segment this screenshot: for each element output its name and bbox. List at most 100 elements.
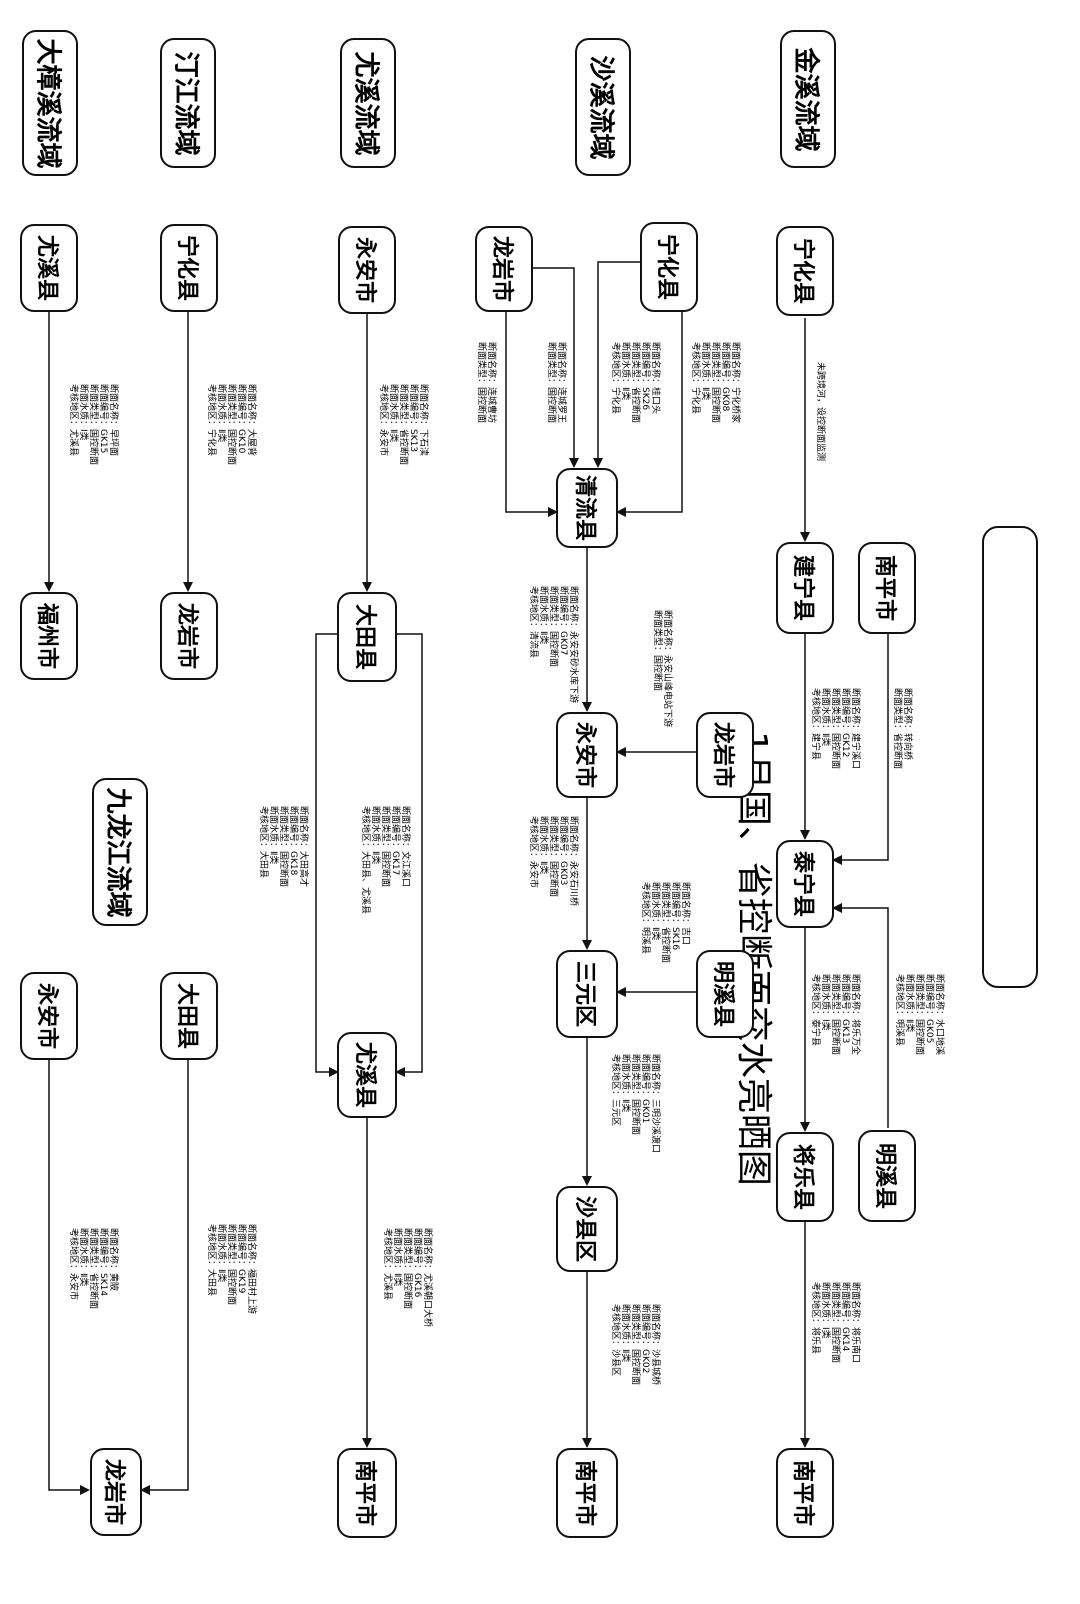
node-jx-nanping-end: 南平市 (776, 1448, 834, 1538)
section-info: 断面名称：永安山峰电站下游断面类型：国控断面 (652, 610, 672, 727)
section-line: 考核地区：尤溪县 (382, 1228, 392, 1301)
section-line: 断面类型：国控断面 (830, 1282, 840, 1364)
section-line: 考核地区：宁化县 (206, 384, 216, 457)
section-line: 断面类型：国控断面 (226, 1224, 236, 1306)
section-line: 断面编号：GK10 (236, 384, 246, 454)
section-line: 断面水质：Ⅰ类 (78, 384, 88, 441)
section-line: 断面水质：Ⅱ类 (904, 974, 914, 1033)
node-label: 永安市 (572, 721, 598, 789)
section-line: 断面水质：Ⅱ类 (620, 1304, 630, 1363)
section-line: 断面水质：Ⅱ类 (700, 342, 710, 401)
node-sx-yongan: 永安市 (556, 712, 618, 798)
section-line: 断面类型：省控断面 (892, 688, 902, 770)
section-line: 断面类型：国控断面 (630, 1054, 640, 1136)
section-line: 断面名称：早坪面 (108, 384, 118, 457)
section-line: 断面编号：GK16 (412, 1228, 422, 1298)
section-line: 断面类型：国控断面 (548, 586, 558, 668)
section-line: 考核地区：永安市 (378, 384, 388, 457)
section-line: 断面水质：Ⅱ类 (370, 806, 380, 865)
node-tj-longyan: 龙岩市 (160, 592, 218, 680)
node-sx-nanping: 南平市 (556, 1448, 618, 1538)
node-label: 宁化县 (174, 234, 200, 302)
basin-jinxi-label: 金溪流域 (790, 46, 821, 152)
node-label: 明溪县 (710, 960, 736, 1028)
section-line: 断面名称：建宁溪口 (850, 688, 860, 770)
section-line: 断面名称：大屋背 (246, 384, 256, 457)
section-line: 断面名称：连城罗王 (556, 342, 566, 424)
section-line: 断面编号：GK08 (720, 342, 730, 412)
section-line: 断面类型：国控断面 (226, 384, 236, 466)
section-line: 断面编号：SK26 (640, 342, 650, 411)
node-sx-qingliu: 清流县 (556, 468, 618, 548)
node-yx-youxi: 尤溪县 (337, 1032, 397, 1118)
section-line: 考核地区：沙县区 (610, 1304, 620, 1377)
section-line: 断面类型：国控断面 (402, 1228, 412, 1310)
node-yx-yongan: 永安市 (338, 226, 396, 314)
node-label: 泰宁县 (790, 850, 816, 918)
node-jx-mingxi: 明溪县 (858, 1130, 916, 1222)
section-line: 断面水质：Ⅱ类 (820, 688, 830, 747)
section-line: 断面编号：GK17 (390, 806, 400, 876)
section-line: 考核地区：大田县 (258, 806, 268, 879)
section-line: 考核地区：建宁县 (810, 688, 820, 761)
node-jl-longyan: 龙岩市 (90, 1448, 142, 1536)
node-jx-jianning: 建宁县 (776, 542, 834, 634)
arrow-sx-ninghua-qingliu-b (616, 312, 683, 517)
section-line: 断面编号：GK12 (840, 688, 850, 758)
section-line: 断面编号：GK19 (236, 1224, 246, 1294)
section-line: 断面水质：Ⅱ类 (216, 384, 226, 443)
section-line: 断面编号：SK16 (670, 882, 680, 951)
section-info: 断面名称：连城曹坊断面类型：国控断面 (476, 342, 496, 423)
section-line: 断面名称：将乐万全 (850, 974, 860, 1056)
node-label: 将乐县 (790, 1143, 816, 1211)
section-line: 断面类型：国控断面 (546, 342, 556, 424)
node-label: 南平市 (572, 1459, 598, 1527)
node-label: 龙岩市 (710, 721, 736, 789)
section-line: 断面编号：GK02 (640, 1304, 650, 1374)
section-line: 断面编号：SK14 (98, 1228, 108, 1297)
section-line: 断面编号：GK01 (640, 1054, 650, 1124)
section-line: 断面类型：国控断面 (630, 1304, 640, 1386)
section-line: 断面名称：大田高才 (298, 806, 308, 888)
node-jl-datian: 大田县 (160, 972, 218, 1060)
node-sx-ninghua: 宁化县 (640, 222, 698, 312)
section-line: 考核地区：宁化县 (690, 342, 700, 415)
section-line: 断面名称：黄陂 (108, 1228, 118, 1292)
section-line: 考核地区：大田县 (206, 1224, 216, 1297)
node-label: 三元区 (572, 960, 598, 1028)
section-line: 断面名称：将乐南口 (850, 1282, 860, 1364)
section-line: 断面类型：国控断面 (278, 806, 288, 888)
basin-jinxi: 金溪流域 (780, 30, 836, 168)
section-line: 断面水质：Ⅱ类 (388, 384, 398, 443)
section-line: 断面名称：宁化桥家 (730, 342, 740, 424)
section-line: 断面类型：国控断面 (830, 974, 840, 1056)
node-label: 宁化县 (790, 237, 816, 305)
section-info: 断面名称：连城罗王断面类型：国控断面 (546, 342, 566, 423)
node-label: 永安市 (352, 236, 378, 304)
section-line: 断面编号：GK14 (840, 1282, 850, 1352)
basin-tingjiang: 汀江流域 (160, 38, 216, 168)
section-line: 断面编号：GK03 (558, 816, 568, 886)
section-line: 断面编号：SK13 (408, 384, 418, 453)
node-sx-longyan1: 龙岩市 (475, 226, 533, 312)
node-jx-jiangle: 将乐县 (776, 1132, 834, 1222)
section-line: 断面水质：Ⅱ类 (538, 586, 548, 645)
node-label: 大田县 (352, 603, 378, 671)
section-line: 断面名称：尤溪朝口大桥 (422, 1228, 432, 1328)
section-line: 断面名称：转向桥 (902, 688, 912, 761)
section-line: 考核地区：永安市 (528, 816, 538, 889)
node-label: 尤溪县 (352, 1041, 378, 1109)
arrow-yx-datian-youxi-a (395, 633, 423, 1077)
node-yx-datian: 大田县 (337, 592, 397, 682)
arrow-jl-datian-longyan (140, 1060, 189, 1495)
section-line: 断面水质：Ⅱ类 (392, 1228, 402, 1287)
node-dz-fuzhou: 福州市 (20, 592, 78, 680)
